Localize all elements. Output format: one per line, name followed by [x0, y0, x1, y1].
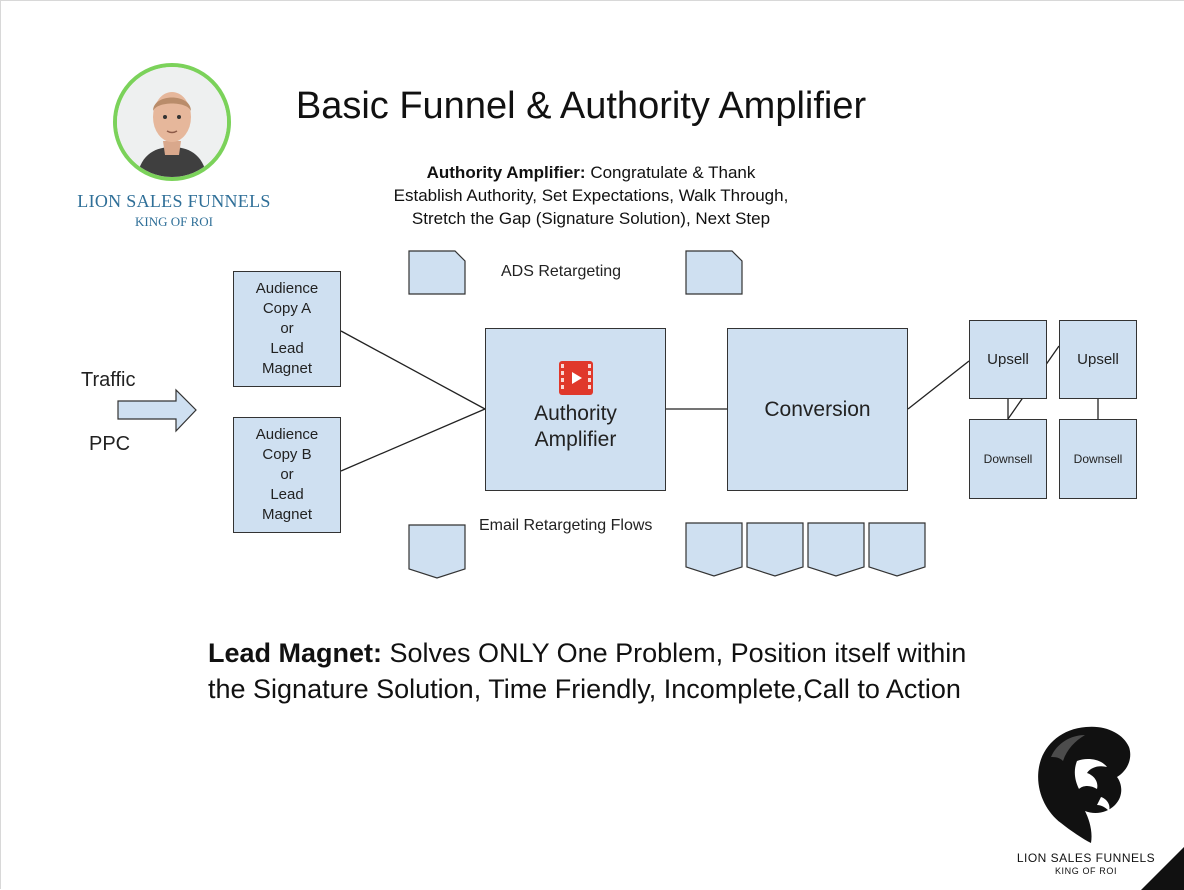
- upsell-box-2: Upsell: [1059, 320, 1137, 399]
- audience-b-line: Lead: [270, 486, 304, 503]
- brand-right: LION SALES FUNNELS KING OF ROI: [991, 851, 1181, 876]
- audience-copy-b-box: Audience Copy B or Lead Magnet: [233, 417, 341, 533]
- authority-amplifier-note-label: Authority Amplifier:: [426, 163, 586, 182]
- audience-a-line: Lead: [270, 340, 304, 357]
- conversion-label: Conversion: [764, 397, 871, 421]
- audience-b-line: Magnet: [261, 506, 313, 523]
- email-retargeting-label: Email Retargeting Flows: [479, 517, 653, 534]
- authority-amplifier-note: Authority Amplifier: Congratulate & Than…: [331, 161, 851, 230]
- authority-amplifier-note-line1: Congratulate & Thank: [585, 163, 756, 182]
- authority-amplifier-note-line3: Stretch the Gap (Signature Solution), Ne…: [411, 209, 771, 228]
- connector-audience-a: [340, 330, 486, 410]
- ads-retargeting-label: ADS Retargeting: [501, 263, 622, 280]
- connector-audience-b: [340, 408, 486, 472]
- person-portrait-icon: [117, 67, 227, 177]
- ppc-label: PPC: [89, 433, 131, 455]
- brand-right-name: LION SALES FUNNELS: [1016, 851, 1156, 865]
- brand-left-tagline: KING OF ROI: [135, 214, 213, 229]
- audience-a-line: or: [280, 320, 294, 337]
- audience-b-line: Copy B: [262, 446, 312, 463]
- upsell-box-1: Upsell: [969, 320, 1047, 399]
- brand-left-name: LION SALES FUNNELS: [77, 191, 271, 211]
- audience-b-line: Audience: [255, 426, 319, 443]
- downsell-box-2: Downsell: [1059, 419, 1137, 499]
- avatar: [113, 63, 231, 181]
- downsell-2-label: Downsell: [1073, 452, 1123, 466]
- email-shape-2: [746, 522, 804, 577]
- lead-magnet-line1: Solves ONLY One Problem, Position itself…: [382, 638, 967, 668]
- lead-magnet-label: Lead Magnet:: [208, 638, 383, 668]
- video-play-icon: [558, 360, 593, 395]
- authority-box-line2: Amplifier: [534, 427, 617, 451]
- upsell-1-label: Upsell: [987, 351, 1029, 368]
- audience-a-line: Magnet: [261, 360, 313, 377]
- brand-left: LION SALES FUNNELS KING OF ROI: [61, 191, 287, 230]
- ads-shape-left: [408, 250, 466, 295]
- email-shape-3: [807, 522, 865, 577]
- audience-b-line: or: [280, 466, 294, 483]
- authority-amplifier-note-line2: Establish Authority, Set Expectations, W…: [393, 186, 789, 205]
- slide-title: Basic Funnel & Authority Amplifier: [295, 85, 867, 127]
- lead-magnet-line2: the Signature Solution, Time Friendly, I…: [208, 674, 961, 704]
- authority-box-line1: Authority: [534, 401, 617, 425]
- downsell-1-label: Downsell: [983, 452, 1033, 466]
- conversion-box: Conversion: [727, 328, 908, 491]
- email-shape-left: [408, 524, 466, 579]
- email-shape-4: [868, 522, 926, 577]
- audience-a-line: Audience: [255, 280, 319, 297]
- traffic-arrow: [117, 388, 197, 433]
- upsell-2-label: Upsell: [1077, 351, 1119, 368]
- audience-a-line: Copy A: [262, 300, 312, 317]
- authority-amplifier-box: Authority Amplifier: [485, 328, 666, 491]
- page-corner-curl: [1141, 847, 1184, 890]
- ads-shape-right: [685, 250, 743, 295]
- email-shape-1: [685, 522, 743, 577]
- audience-copy-a-box: Audience Copy A or Lead Magnet: [233, 271, 341, 387]
- downsell-box-1: Downsell: [969, 419, 1047, 499]
- traffic-label: Traffic: [81, 369, 136, 391]
- brand-right-tagline: KING OF ROI: [1054, 866, 1118, 876]
- lead-magnet-note: Lead Magnet: Solves ONLY One Problem, Po…: [208, 635, 1108, 707]
- connector-conversion-upsell: [907, 360, 970, 410]
